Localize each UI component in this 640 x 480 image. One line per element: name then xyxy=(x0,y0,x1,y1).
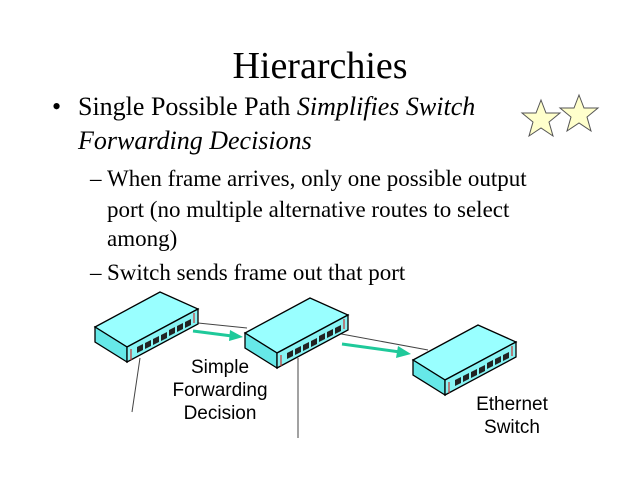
label-line: Switch xyxy=(484,417,540,438)
sub-line: among) xyxy=(107,226,178,251)
label-decision: Simple Forwarding Decision xyxy=(160,356,280,425)
arrow-icon xyxy=(192,329,243,341)
arrow-icon xyxy=(341,342,411,358)
sub-line: port (no multiple alternative routes to … xyxy=(107,197,510,222)
bullet-normal: Single Possible Path xyxy=(78,92,297,121)
sub-marker: – xyxy=(90,260,102,285)
switch-1 xyxy=(94,291,199,363)
link-line xyxy=(335,332,429,351)
label-line: Forwarding xyxy=(172,380,268,401)
label-line: Simple xyxy=(190,357,250,378)
slide-title: Hierarchies xyxy=(232,45,408,87)
sub-line: Switch sends frame out that port xyxy=(107,260,406,285)
label-line: Decision xyxy=(183,403,257,424)
switch-3 xyxy=(412,324,517,396)
bullet-italic-2: Forwarding Decisions xyxy=(78,126,312,155)
link-line xyxy=(131,357,141,413)
bullet-text: Single Possible Path Simplifies Switch xyxy=(78,92,475,122)
star-icon xyxy=(558,93,600,133)
label-line: Ethernet xyxy=(476,394,548,415)
label-switch: Ethernet Switch xyxy=(452,393,572,439)
bullet-marker: • xyxy=(52,92,62,121)
link-line xyxy=(197,322,248,329)
sub-marker: – xyxy=(90,166,102,191)
bullet-italic: Simplifies Switch xyxy=(296,92,476,121)
star-icon xyxy=(520,98,562,138)
sub-line: When frame arrives, only one possible ou… xyxy=(107,166,527,191)
